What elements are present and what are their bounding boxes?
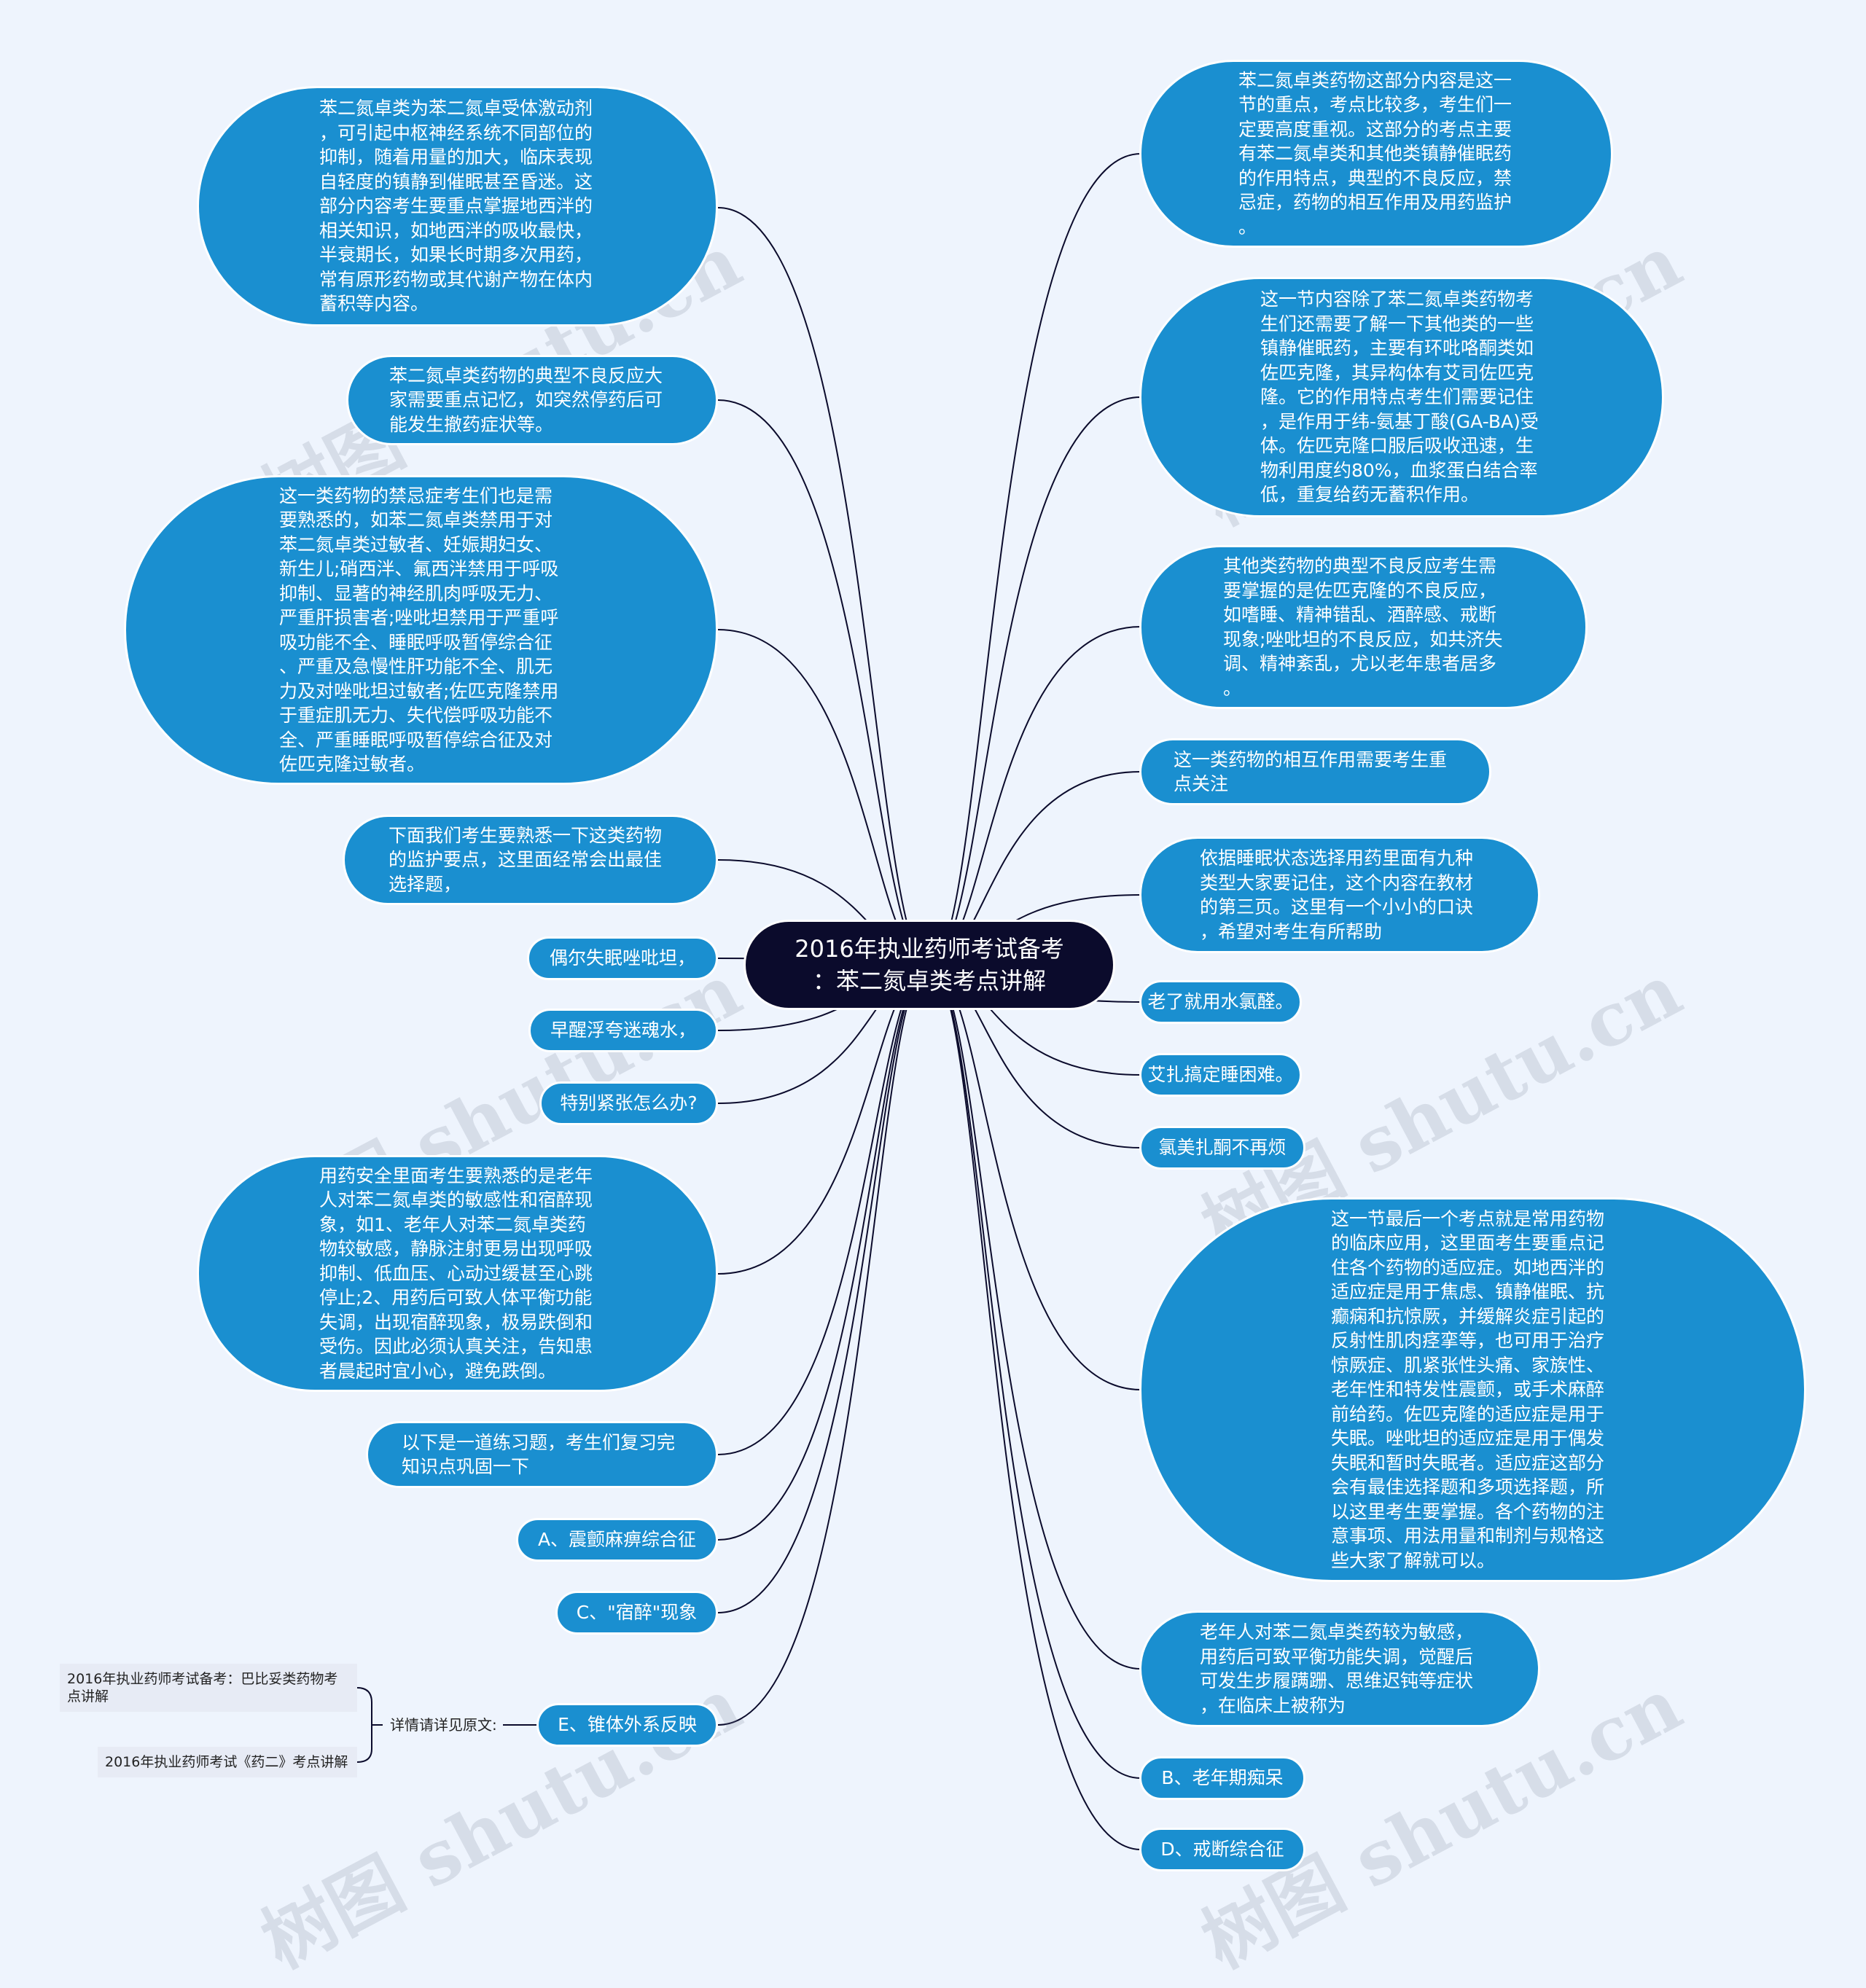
connector-right-2 xyxy=(929,396,1141,966)
source-link-2[interactable]: 2016年执业药师考试《药二》考点讲解 xyxy=(98,1747,357,1777)
connector-left-3 xyxy=(717,629,930,966)
source-link-1[interactable]: 2016年执业药师考试备考：巴比妥类药物考 点讲解 xyxy=(60,1664,357,1712)
right-node-6[interactable]: 老了就用水氯醛。 xyxy=(1139,980,1302,1024)
right-node-5[interactable]: 依据睡眠状态选择用药里面有九种 类型大家要记住，这个内容在教材 的第三页。这里有… xyxy=(1139,837,1540,953)
left-node-5[interactable]: 偶尔失眠唑吡坦， xyxy=(527,936,718,980)
detail-bracket xyxy=(356,1687,372,1763)
left-node-9[interactable]: 以下是一道练习题，考生们复习完 知识点巩固一下 xyxy=(366,1421,718,1488)
connector-right-12 xyxy=(929,964,1141,1850)
root-topic[interactable]: 2016年执业药师考试备考 ：苯二氮卓类考点讲解 xyxy=(743,920,1115,1010)
left-node-2[interactable]: 苯二氮卓类药物的典型不良反应大 家需要重点记忆，如突然停药后可 能发生撤药症状等… xyxy=(346,355,718,445)
right-node-3[interactable]: 其他类药物的典型不良反应考生需 要掌握的是佐匹克隆的不良反应， 如嗜睡、精神错乱… xyxy=(1139,545,1588,709)
right-node-9[interactable]: 这一节最后一个考点就是常用药物 的临床应用，这里面考生要重点记 住各个药物的适应… xyxy=(1139,1197,1806,1582)
left-node-3[interactable]: 这一类药物的禁忌症考生们也是需 要熟悉的，如苯二氮卓类禁用于对 苯二氮卓类过敏者… xyxy=(124,475,718,785)
connector-right-9 xyxy=(929,964,1141,1390)
right-node-8[interactable]: 氯美扎酮不再烦 xyxy=(1139,1126,1305,1170)
answer-d[interactable]: D、戒断综合征 xyxy=(1139,1828,1305,1871)
left-node-4[interactable]: 下面我们考生要熟悉一下这类药物 的监护要点，这里面经常会出最佳 选择题， xyxy=(343,815,718,905)
connector-right-1 xyxy=(929,153,1141,966)
right-node-10[interactable]: 老年人对苯二氮卓类药较为敏感， 用药后可致平衡功能失调，觉醒后 可发生步履蹒跚、… xyxy=(1139,1611,1540,1727)
right-node-1[interactable]: 苯二氮卓类药物这部分内容是这一 节的重点，考点比较多，考生们一 定要高度重视。这… xyxy=(1139,60,1613,248)
answer-b[interactable]: B、老年期痴呆 xyxy=(1139,1756,1305,1800)
answer-a[interactable]: A、震颤麻痹综合征 xyxy=(516,1518,718,1562)
answer-e[interactable]: E、锥体外系反映 xyxy=(536,1703,718,1747)
right-node-4[interactable]: 这一类药物的相互作用需要考生重 点关注 xyxy=(1139,738,1491,805)
detail-label: 详情请详见原文: xyxy=(390,1716,497,1734)
right-node-7[interactable]: 艾扎搞定睡困难。 xyxy=(1139,1053,1302,1097)
connector-right-11 xyxy=(929,964,1141,1779)
connector-left-11 xyxy=(717,964,930,1613)
connector-left-8 xyxy=(717,964,930,1275)
left-node-7[interactable]: 特别紧张怎么办? xyxy=(539,1081,718,1125)
connector-left-12 xyxy=(717,964,930,1726)
connector-right-3 xyxy=(929,626,1141,966)
left-node-1[interactable]: 苯二氮卓类为苯二氮卓受体激动剂 ，可引起中枢神经系统不同部位的 抑制，随着用量的… xyxy=(197,86,718,326)
answer-c[interactable]: C、"宿醉"现象 xyxy=(555,1591,718,1635)
connector-left-1 xyxy=(717,207,930,966)
right-node-2[interactable]: 这一节内容除了苯二氮卓类药物考 生们还需要了解一下其他类的一些 镇静催眠药，主要… xyxy=(1139,277,1664,517)
left-node-6[interactable]: 早醒浮夸迷魂水， xyxy=(528,1009,718,1052)
left-node-8[interactable]: 用药安全里面考生要熟悉的是老年 人对苯二氮卓类的敏感性和宿醉现 象，如1、老年人… xyxy=(197,1155,718,1392)
